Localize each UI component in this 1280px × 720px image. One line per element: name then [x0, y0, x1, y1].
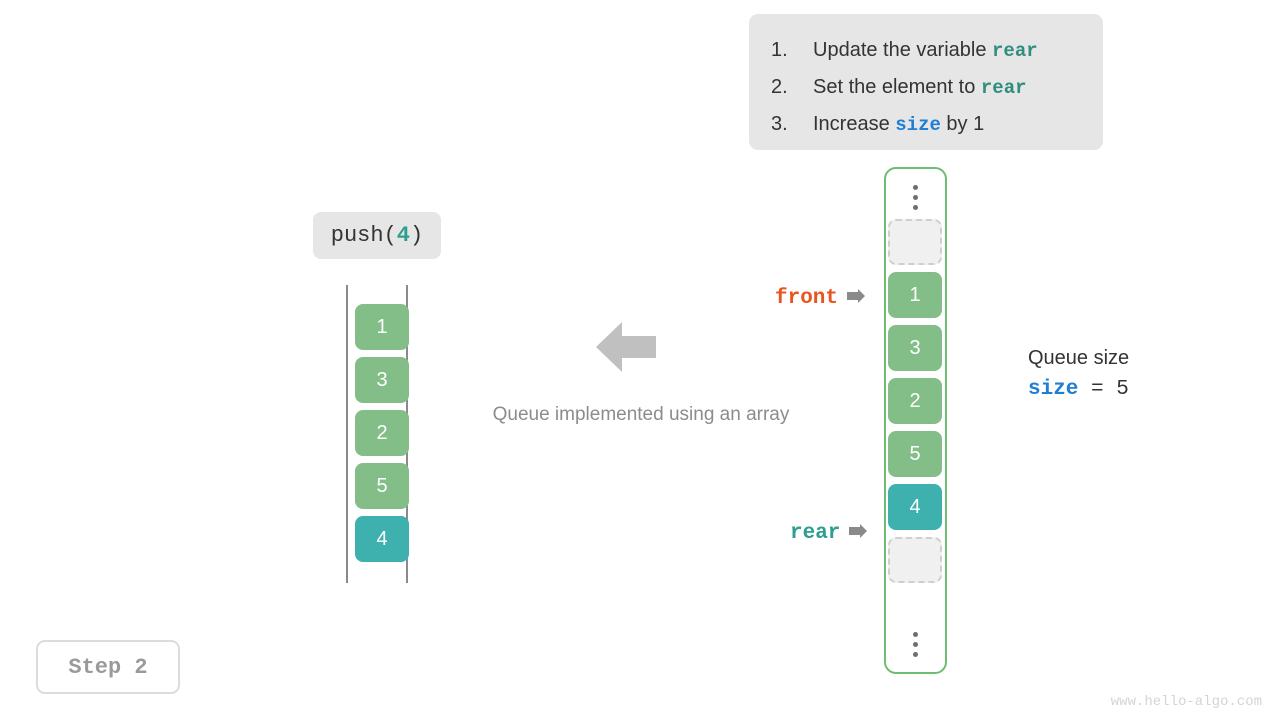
- instruction-code-rear: rear: [992, 40, 1038, 62]
- size-value: 5: [1116, 378, 1129, 401]
- instruction-text-pre: Increase: [813, 113, 896, 135]
- instruction-text: Increase size by 1: [813, 106, 984, 143]
- ellipsis-dot: [913, 631, 918, 637]
- queue-slot-empty: [888, 537, 942, 583]
- operation-name: push(: [330, 223, 397, 248]
- instruction-number: 3.: [771, 113, 788, 135]
- instruction-number: 1.: [771, 39, 788, 61]
- array-cell-list: 1 3 2 5 4: [355, 304, 409, 569]
- instruction-text-pre: Set the element to: [813, 76, 981, 98]
- instruction-item: 2. Set the element to rear: [771, 69, 1081, 106]
- array-representation: 1 3 2 5 4: [346, 285, 409, 583]
- queue-slot: 3: [888, 325, 942, 371]
- instruction-code-size: size: [895, 114, 941, 136]
- queue-slot-list: 1 3 2 5 4: [888, 219, 946, 590]
- ellipsis-dot: [913, 204, 918, 210]
- ellipsis-dot: [913, 651, 918, 657]
- operation-argument: 4: [396, 223, 410, 248]
- operation-label: push(4): [313, 212, 441, 259]
- arrow-right-icon: [847, 287, 866, 310]
- diagram-caption: Queue implemented using an array: [492, 404, 790, 425]
- instruction-number: 2.: [771, 76, 788, 98]
- step-badge: Step 2: [36, 640, 180, 694]
- rear-pointer-label: rear: [790, 522, 868, 545]
- queue-size-expression: size = 5: [1028, 373, 1248, 407]
- size-operator: =: [1078, 378, 1117, 401]
- instruction-text-post: by 1: [940, 113, 985, 135]
- array-cell-highlighted: 4: [355, 516, 409, 562]
- ellipsis-dot: [913, 194, 918, 200]
- instruction-code-rear: rear: [980, 77, 1027, 99]
- instruction-text-pre: Update the variable: [813, 39, 993, 61]
- array-cell: 5: [355, 463, 409, 509]
- queue-slot: 2: [888, 378, 942, 424]
- front-pointer-text: front: [775, 287, 839, 310]
- instruction-item: 1. Update the variable rear: [771, 32, 1081, 69]
- queue-size-info: Queue size size = 5: [1028, 343, 1248, 407]
- vertical-ellipsis-icon: [886, 175, 945, 219]
- queue-slot: 5: [888, 431, 942, 477]
- queue-size-title: Queue size: [1028, 347, 1130, 369]
- array-cell: 1: [355, 304, 409, 350]
- operation-close-paren: ): [410, 223, 424, 248]
- ellipsis-dot: [913, 641, 918, 647]
- array-cell: 2: [355, 410, 409, 456]
- queue-container: 1 3 2 5 4: [884, 167, 947, 674]
- instruction-text: Update the variable rear: [813, 32, 1038, 69]
- queue-slot-empty: [888, 219, 942, 265]
- instruction-text: Set the element to rear: [813, 69, 1027, 106]
- instruction-item: 3. Increase size by 1: [771, 106, 1081, 143]
- array-bracket-left: [346, 285, 348, 583]
- queue-slot-highlighted: 4: [888, 484, 942, 530]
- instruction-panel: 1. Update the variable rear 2. Set the e…: [749, 14, 1103, 150]
- front-pointer-label: front: [775, 287, 866, 310]
- array-cell: 3: [355, 357, 409, 403]
- arrow-right-icon: [849, 522, 868, 545]
- ellipsis-dot: [913, 184, 918, 190]
- queue-slot: 1: [888, 272, 942, 318]
- watermark: www.hello-algo.com: [1110, 694, 1262, 710]
- rear-pointer-text: rear: [790, 522, 841, 545]
- size-variable-name: size: [1028, 378, 1079, 401]
- vertical-ellipsis-icon: [886, 622, 945, 666]
- left-arrow-icon: [596, 321, 656, 373]
